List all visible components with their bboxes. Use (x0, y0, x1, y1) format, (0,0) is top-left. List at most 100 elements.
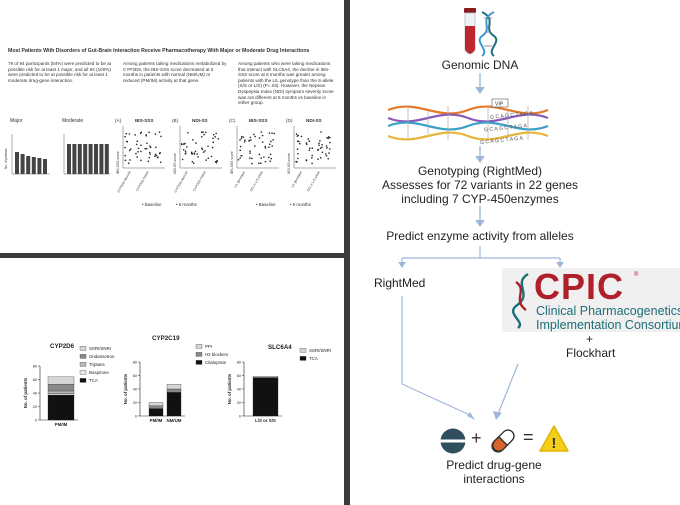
bar-segment (47, 390, 75, 394)
scatter-point (191, 160, 194, 163)
scatter-point (309, 147, 311, 150)
warning-icon: ! (539, 425, 569, 452)
scatter-point (311, 162, 313, 165)
scatter-point (155, 154, 158, 157)
scatter-point (196, 153, 198, 155)
y-tick-label: 20 (237, 401, 241, 405)
scatter-point (239, 145, 242, 148)
scatter-point (328, 136, 330, 138)
scatter-point (124, 159, 127, 162)
test-tube-dna-icon (464, 8, 498, 57)
major-bar (26, 156, 31, 174)
scatter-point (325, 145, 328, 147)
y-tick-label: 80 (237, 360, 241, 364)
summary-col3: Among patients who were taking medicatio… (238, 61, 334, 106)
scatter-point (249, 157, 251, 159)
y-axis-label: No. of patients (123, 373, 128, 404)
scatter-point (327, 137, 329, 140)
scatter-point (264, 145, 267, 148)
legend-swatch (299, 348, 307, 353)
predict-interactions-1: Predict drug-gene (446, 458, 542, 472)
scatter-point (270, 140, 272, 143)
summary-panel: Most Patients With Disorders of Gut-Brai… (0, 0, 344, 253)
scatter-point (204, 131, 207, 134)
legend-label: SSRI/SNRI (89, 346, 111, 351)
legend-swatch (195, 360, 203, 365)
scatter-point (200, 131, 203, 134)
scatter-point (129, 148, 132, 150)
bar-segment (252, 376, 279, 378)
genotyping-enzymes: including 7 CYP-450enzymes (401, 192, 559, 206)
scatter-point (126, 140, 128, 143)
moderate-bar (94, 144, 98, 174)
y-tick-label: 40 (133, 387, 137, 391)
scatter-point (269, 160, 271, 162)
scatter-point (145, 147, 148, 150)
chart-title: SLC6A4 (268, 344, 292, 351)
scatter-point (145, 135, 147, 137)
scatter-point (215, 132, 217, 135)
scatter-point (200, 136, 203, 138)
scatter-point (319, 139, 321, 142)
moderate-bar (67, 144, 71, 174)
y-tick-label: 60 (237, 374, 241, 378)
x-tick-label: NM/UM (167, 418, 182, 423)
scatter-point (253, 133, 255, 136)
scatter-point (154, 153, 157, 156)
scatter-point (147, 160, 150, 163)
scatter-point (212, 141, 215, 144)
scatter-point (146, 142, 148, 144)
legend-6months: • 6 months (290, 202, 312, 207)
scatter-point (296, 140, 299, 142)
scatter-point (239, 157, 241, 159)
dna-strands-illustration: VIP G C A G C T A G A G C A G C T A G A … (388, 98, 549, 146)
scatter-point (249, 136, 252, 139)
warning-mark: ! (551, 435, 556, 452)
scatter-point (136, 156, 138, 158)
scatter-point (257, 162, 260, 164)
legend-6months: • 6 months (176, 202, 198, 207)
scatter-point (250, 139, 252, 141)
scatter-point (296, 135, 299, 137)
scatter-point (319, 147, 322, 150)
bar-segment (148, 405, 164, 409)
scatter-point (214, 136, 216, 138)
scatter-point (201, 148, 204, 151)
scatter-panel-xlabel: CYP2D6 PM/IM (192, 170, 207, 192)
scatter-point (182, 149, 185, 151)
arrow-genotyping-to-predict (475, 206, 485, 227)
legend-label: H2 blockers (205, 352, 229, 357)
moderate-bar (99, 144, 104, 174)
scatter-point (211, 146, 214, 149)
scatter-point (124, 154, 127, 157)
cpic-helix-icon (512, 272, 529, 329)
vertical-divider (344, 0, 350, 505)
bar-segment (148, 408, 164, 417)
scatter-point (239, 149, 242, 152)
scatter-panel-ylabel: IBS-SSS score (116, 151, 120, 174)
scatter-point (321, 151, 324, 154)
scatter-point (156, 156, 159, 158)
scatter-point (128, 149, 131, 152)
scatter-point (186, 146, 188, 148)
scatter-point (237, 158, 240, 161)
scatter-point (140, 150, 142, 153)
summary-col1: 79 of 94 participants (84%) were predict… (8, 61, 111, 83)
bar-segment (166, 384, 182, 390)
legend-swatch (79, 362, 87, 367)
scatter-point (207, 157, 210, 159)
scatter-point (127, 162, 130, 164)
legend-label: TCA (309, 356, 318, 361)
scatter-point (317, 158, 319, 160)
scatter-point (216, 160, 218, 162)
y-tick-label: 40 (237, 387, 241, 391)
scatter-panel-xlabel: S/S or L/S allele (306, 170, 321, 192)
scatter-point (329, 141, 331, 144)
predict-interactions-2: interactions (463, 472, 525, 486)
cpic-line-1: Clinical Pharmacogenetics (536, 304, 680, 318)
drug-gene-equation: + = ! (438, 424, 569, 456)
